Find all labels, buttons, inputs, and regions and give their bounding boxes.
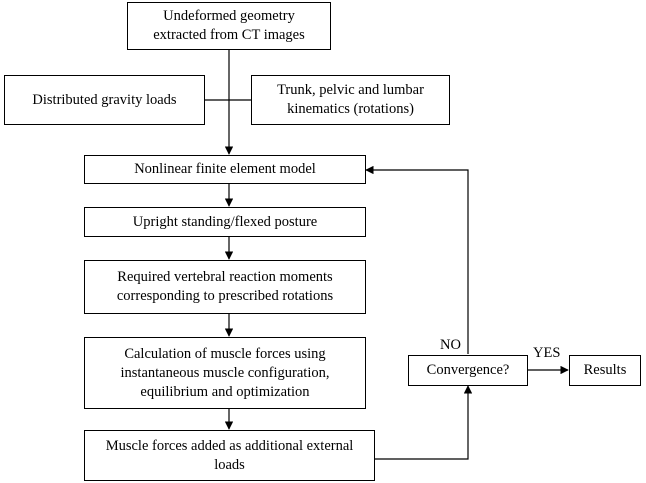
no-label: NO (440, 337, 461, 353)
gravity-loads-box: Distributed gravity loads (4, 75, 205, 125)
posture-box: Upright standing/flexed posture (84, 207, 366, 237)
convergence-box: Convergence? (408, 355, 528, 386)
yes-label: YES (533, 345, 561, 361)
arrow-convergence-no-to-fem (365, 165, 469, 354)
muscle-forces-box: Muscle forces added as additional extern… (84, 430, 375, 481)
fem-box: Nonlinear finite element model (84, 155, 366, 184)
arrow-muscle-forces-to-convergence (375, 385, 473, 460)
muscle-calculation-box: Calculation of muscle forces using insta… (84, 337, 366, 409)
kinematics-box: Trunk, pelvic and lumbar kinematics (rot… (251, 75, 450, 125)
reaction-moments-box: Required vertebral reaction moments corr… (84, 260, 366, 314)
results-box: Results (569, 355, 641, 386)
geometry-box: Undeformed geometry extracted from CT im… (127, 2, 331, 50)
